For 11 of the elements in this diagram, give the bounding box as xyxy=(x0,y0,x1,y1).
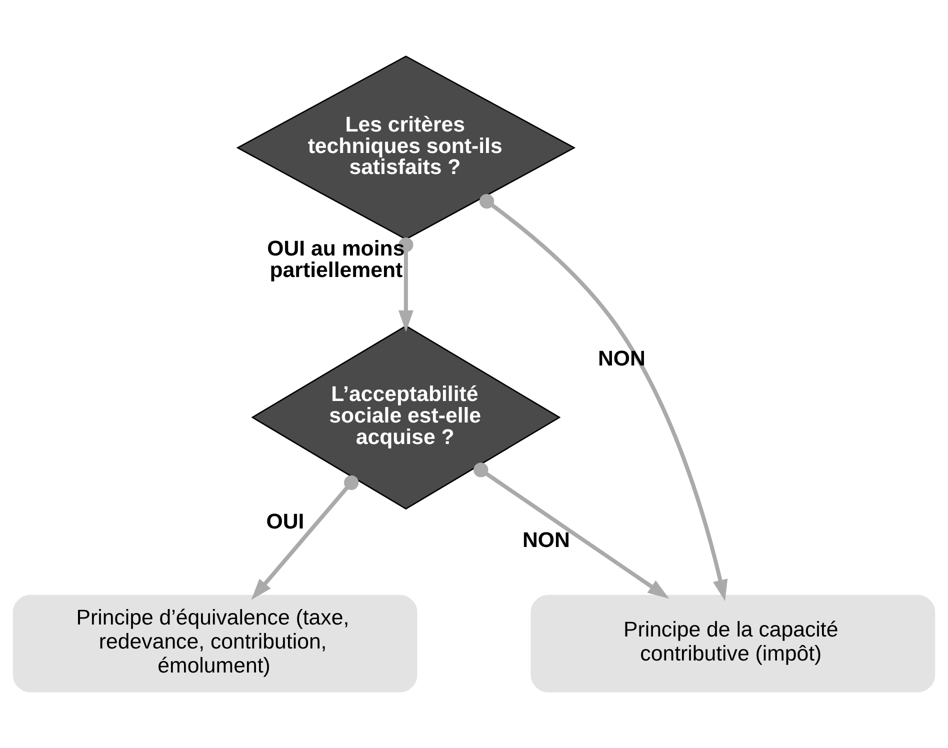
arrow xyxy=(474,462,670,599)
edge-label: NON xyxy=(598,346,646,371)
edge-label: OUI xyxy=(266,510,304,534)
arrow xyxy=(479,194,728,602)
node-diamond: L’acceptabilité sociale est-elle acquise ? xyxy=(251,325,561,510)
arrow xyxy=(398,237,414,332)
node-diamond: Les critères techniques sont-ils satisfaits ? xyxy=(236,56,576,240)
edge-label: NON xyxy=(522,528,570,552)
arrow xyxy=(251,475,359,600)
node-box: Principe d’équivalence (taxe, redevance, contribution, émolument) xyxy=(12,594,418,692)
node-box: Principe de la capacité contributive (impôt) xyxy=(530,594,936,692)
